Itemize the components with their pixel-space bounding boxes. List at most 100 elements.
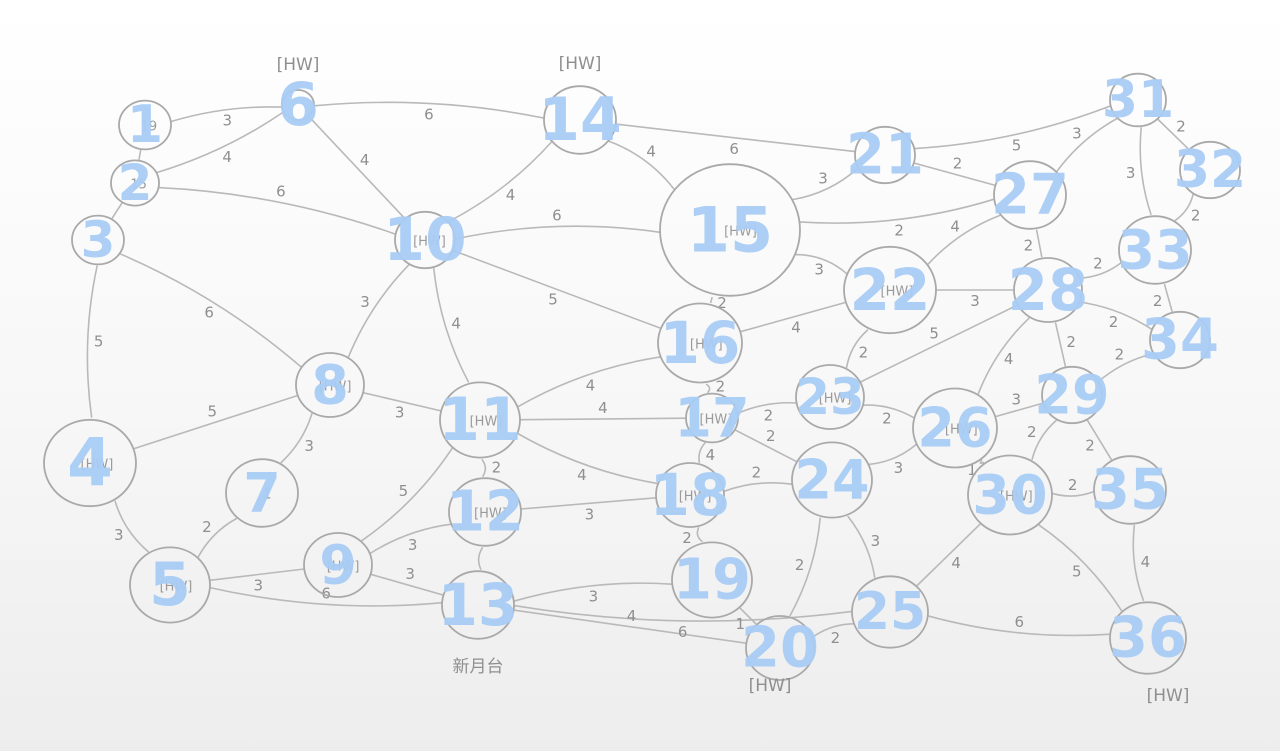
- node-number-28: 28: [1008, 256, 1089, 324]
- node-inner-label-8: [HW]: [319, 380, 352, 395]
- node-circle-12: [448, 477, 522, 547]
- edge-22-27: [927, 214, 1001, 265]
- edges-layer: [86, 101, 1194, 644]
- node-circle-35: [1093, 455, 1167, 525]
- edge-11-12: [481, 459, 487, 477]
- node-circle-7: [225, 458, 299, 528]
- edge-weight-16-17: 2: [716, 377, 726, 395]
- edge-weight-33-34: 2: [1153, 292, 1163, 310]
- edge-10-16: [452, 249, 662, 330]
- edge-weight-9-11: 5: [399, 482, 409, 500]
- edge-weight-22-23: 2: [859, 343, 869, 361]
- node-circle-27: [993, 160, 1067, 230]
- edge-weight-24-25: 3: [871, 532, 881, 550]
- edge-weight-29-30: 2: [1027, 423, 1037, 441]
- edge-28-34: [1079, 301, 1153, 331]
- edge-weight-2-6: 4: [222, 148, 232, 166]
- node-33: 33: [1117, 215, 1193, 285]
- edge-weight-28-34: 2: [1109, 313, 1119, 331]
- station-label-14: [HW]: [559, 54, 602, 74]
- edge-29-35: [1086, 419, 1112, 461]
- node-circle-34: [1149, 310, 1211, 370]
- node-circle-15: [659, 163, 801, 297]
- node-circle-1: [118, 99, 172, 151]
- edge-weight-5-13: 6: [321, 584, 331, 602]
- edge-3-8: [119, 253, 302, 368]
- node-circle-21: [854, 125, 916, 185]
- edge-weight-22-28: 3: [970, 292, 980, 310]
- edge-weight-25-30: 4: [951, 554, 961, 572]
- edge-weight-26-28: 4: [1004, 350, 1014, 368]
- node-number-34: 34: [1141, 308, 1219, 373]
- edge-17-23: [736, 401, 798, 415]
- edge-weight-17-18: 4: [706, 446, 716, 464]
- edge-weight-31-32: 2: [1176, 117, 1186, 135]
- node-circle-28: [1013, 257, 1083, 323]
- node-10: [HW]10: [383, 205, 467, 275]
- node-number-7: 7: [243, 462, 281, 525]
- edge-30-35: [1051, 490, 1095, 497]
- node-number-21: 21: [846, 123, 924, 188]
- edge-weight-30-36: 5: [1072, 562, 1082, 580]
- node-number-23: 23: [795, 368, 865, 426]
- edge-30-36: [1038, 524, 1123, 612]
- edge-weight-11-16: 4: [586, 377, 596, 395]
- edge-13-19: [513, 582, 673, 602]
- edge-weight-23-28: 5: [929, 325, 939, 343]
- edge-17-24: [734, 429, 798, 463]
- edge-weight-1-6: 3: [223, 112, 233, 130]
- node-circle-24: [791, 441, 873, 519]
- node-11: [HW]11: [438, 381, 522, 459]
- node-inner-label-4: [HW]: [81, 458, 114, 473]
- node-24: 24: [791, 441, 873, 519]
- node-5: [HW]5: [129, 546, 211, 624]
- edge-weight-15-16: 2: [717, 294, 727, 312]
- edge-28-33: [1079, 261, 1123, 279]
- node-number-32: 32: [1174, 140, 1246, 200]
- edge-31-32: [1157, 118, 1190, 150]
- edge-27-31: [1056, 117, 1118, 172]
- node-circle-18: [655, 462, 725, 528]
- node-circle-11: [439, 381, 521, 459]
- node-9: [HW]9: [303, 532, 373, 598]
- node-number-27: 27: [991, 163, 1069, 228]
- station-label-20: [HW]: [749, 676, 792, 696]
- station-labels-layer: [HW][HW]新月台[HW][HW]: [277, 54, 1190, 706]
- node-inner-label-16: [HW]: [690, 338, 723, 353]
- node-number-17: 17: [674, 387, 749, 450]
- node-28: 28: [1008, 256, 1089, 324]
- edge-13-20: [512, 609, 748, 644]
- node-1: 191: [118, 95, 172, 155]
- node-number-19: 19: [673, 548, 751, 613]
- node-circle-33: [1118, 215, 1192, 285]
- edge-35-36: [1132, 524, 1145, 602]
- edge-29-30: [1031, 419, 1057, 461]
- edge-weight-12-18: 3: [585, 505, 595, 523]
- node-number-14: 14: [538, 85, 622, 155]
- edge-weight-20-24: 2: [795, 556, 805, 574]
- node-36: 36: [1109, 601, 1187, 675]
- node-number-36: 36: [1109, 606, 1187, 671]
- node-12: [HW]12: [446, 477, 524, 547]
- edge-9-13: [369, 573, 445, 596]
- edge-14-15: [608, 140, 675, 190]
- edge-weight-18-19: 2: [682, 529, 692, 547]
- edge-weight-23-26: 2: [882, 410, 892, 428]
- edge-5-7: [197, 517, 238, 558]
- node-circle-4: [43, 418, 137, 508]
- node-number-11: 11: [438, 385, 522, 455]
- edge-weight-3-4: 5: [94, 333, 104, 351]
- edge-weight-17-24: 2: [766, 427, 776, 445]
- node-circle-20: [745, 615, 815, 681]
- node-circle-3: [71, 214, 125, 266]
- node-number-33: 33: [1117, 219, 1192, 282]
- node-34: 34: [1141, 308, 1219, 373]
- edge-32-33: [1174, 193, 1194, 222]
- node-circle-19: [671, 541, 753, 619]
- edge-weight-26-29: 3: [1012, 390, 1022, 408]
- node-inner-label-22: [HW]: [881, 285, 914, 300]
- edge-6-10: [308, 115, 406, 219]
- edge-4-5: [114, 500, 149, 553]
- edge-9-11: [361, 447, 453, 542]
- edge-weight-30-35: 2: [1068, 476, 1078, 494]
